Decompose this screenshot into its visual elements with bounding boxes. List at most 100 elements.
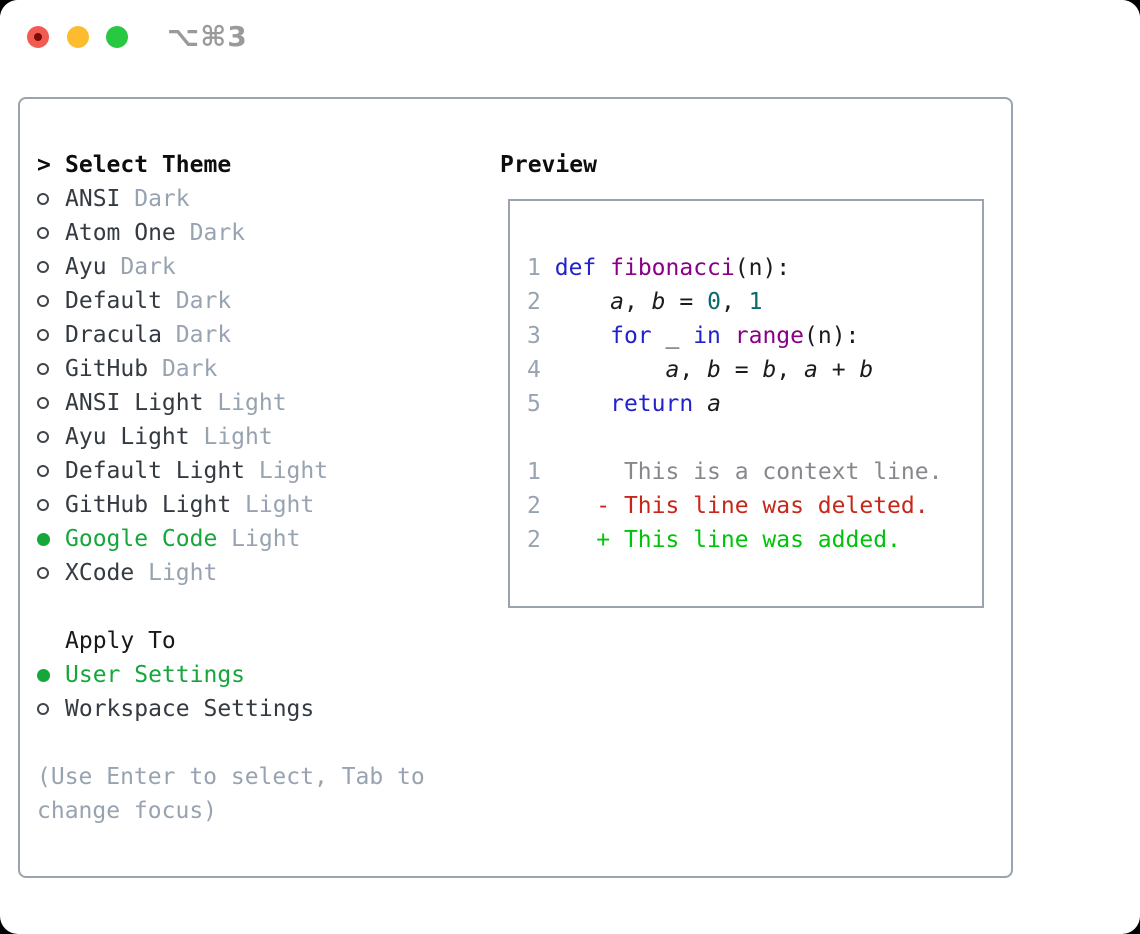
circle-icon xyxy=(37,295,49,307)
token-pln: (n): xyxy=(804,323,860,349)
token-pln xyxy=(721,323,735,349)
theme-option-ansi-light[interactable]: ANSI Light Light xyxy=(37,386,457,420)
apply-option-label: Workspace Settings xyxy=(65,696,315,722)
window-title: ⌥⌘3 xyxy=(167,20,248,53)
theme-variant: Light xyxy=(217,526,301,552)
theme-option-dracula[interactable]: Dracula Dark xyxy=(37,318,457,352)
radio-icon xyxy=(37,250,65,284)
circle-icon xyxy=(37,193,49,205)
token-var: b xyxy=(859,357,874,383)
theme-option-ayu[interactable]: Ayu Dark xyxy=(37,250,457,284)
circle-icon xyxy=(37,363,49,375)
filled-circle-icon xyxy=(37,668,50,682)
token-pln: = xyxy=(665,289,708,315)
spacer xyxy=(37,590,457,624)
circle-icon xyxy=(37,227,49,239)
token-num: 1 xyxy=(527,255,541,281)
circle-icon xyxy=(37,397,49,409)
code-line: 2 a, b = 0, 1 xyxy=(527,285,942,319)
radio-icon xyxy=(37,318,65,352)
token-pln xyxy=(541,289,610,315)
theme-name: ANSI xyxy=(65,186,121,212)
radio-icon xyxy=(37,692,65,726)
token-pln: , xyxy=(679,357,708,383)
theme-option-ansi[interactable]: ANSI Dark xyxy=(37,182,457,216)
theme-option-xcode[interactable]: XCode Light xyxy=(37,556,457,590)
apply-option-workspace-settings[interactable]: Workspace Settings xyxy=(37,692,457,726)
theme-name: Ayu xyxy=(65,254,107,280)
theme-variant: Dark xyxy=(161,322,232,348)
code-line: 1 def fibonacci(n): xyxy=(527,251,942,285)
theme-name: Ayu Light xyxy=(65,424,190,450)
theme-name: Default Light xyxy=(65,458,246,484)
code-line: 4 a, b = b, a + b xyxy=(527,353,942,387)
theme-variant: Light xyxy=(231,492,315,518)
token-num: 5 xyxy=(527,391,541,417)
theme-variant: Light xyxy=(203,390,287,416)
token-var: b xyxy=(707,357,721,383)
token-kwd: for xyxy=(610,323,652,349)
prompt-icon: > xyxy=(37,152,51,178)
code-line: 2 - This line was deleted. xyxy=(527,489,942,523)
code-line: 5 return a xyxy=(527,387,942,421)
circle-icon xyxy=(37,499,49,511)
radio-selected-icon xyxy=(37,658,65,692)
theme-name: Dracula xyxy=(65,322,162,348)
hint-text: (Use Enter to select, Tab to change focu… xyxy=(37,764,425,824)
titlebar: ⌥⌘3 xyxy=(0,0,1140,72)
preview-title: Preview xyxy=(500,152,597,178)
token-var: b xyxy=(651,289,666,315)
token-num: 2 xyxy=(527,527,541,553)
token-pln xyxy=(541,255,555,281)
radio-icon xyxy=(37,284,65,318)
token-var: a xyxy=(707,391,721,417)
token-var: b xyxy=(762,357,777,383)
circle-icon xyxy=(37,567,49,579)
radio-icon xyxy=(37,182,65,216)
token-kwd: def xyxy=(554,255,597,281)
code-line xyxy=(527,421,942,455)
zoom-button-icon[interactable] xyxy=(106,26,128,48)
token-pln xyxy=(693,391,707,417)
token-pln xyxy=(541,527,596,553)
theme-name: Default xyxy=(65,288,162,314)
theme-variant: Dark xyxy=(148,356,218,382)
theme-variant: Dark xyxy=(106,254,176,280)
token-pln: , xyxy=(720,289,749,315)
theme-variant: Dark xyxy=(161,288,232,314)
apply-option-user-settings[interactable]: User Settings xyxy=(37,658,457,692)
theme-option-github[interactable]: GitHub Dark xyxy=(37,352,457,386)
minimize-button-icon[interactable] xyxy=(67,26,89,48)
apply-to-title: Apply To xyxy=(65,628,176,654)
token-num: 3 xyxy=(527,323,541,349)
token-kwd: in xyxy=(693,323,721,349)
token-pln: (n): xyxy=(734,255,791,281)
token-pln xyxy=(541,323,610,349)
theme-option-atom-one[interactable]: Atom One Dark xyxy=(37,216,457,250)
theme-name: ANSI Light xyxy=(65,390,204,416)
theme-option-google-code[interactable]: Google Code Light xyxy=(37,522,457,556)
theme-variant: Dark xyxy=(175,220,246,246)
close-button-icon[interactable] xyxy=(27,26,49,48)
select-theme-header: > Select Theme xyxy=(37,148,457,182)
token-del: - This line was deleted. xyxy=(596,493,929,519)
token-num: 2 xyxy=(527,289,541,315)
theme-option-default[interactable]: Default Dark xyxy=(37,284,457,318)
token-pln: _ xyxy=(651,323,694,349)
theme-name: Google Code xyxy=(65,526,218,552)
circle-icon xyxy=(37,703,49,715)
theme-option-default-light[interactable]: Default Light Light xyxy=(37,454,457,488)
select-theme-title: Select Theme xyxy=(65,152,232,178)
theme-option-ayu-light[interactable]: Ayu Light Light xyxy=(37,420,457,454)
token-fn: range xyxy=(734,323,805,349)
theme-option-github-light[interactable]: GitHub Light Light xyxy=(37,488,457,522)
token-num: 1 xyxy=(527,459,541,485)
token-pln xyxy=(541,459,624,485)
circle-icon xyxy=(37,329,49,341)
token-lit: 0 xyxy=(707,289,721,315)
